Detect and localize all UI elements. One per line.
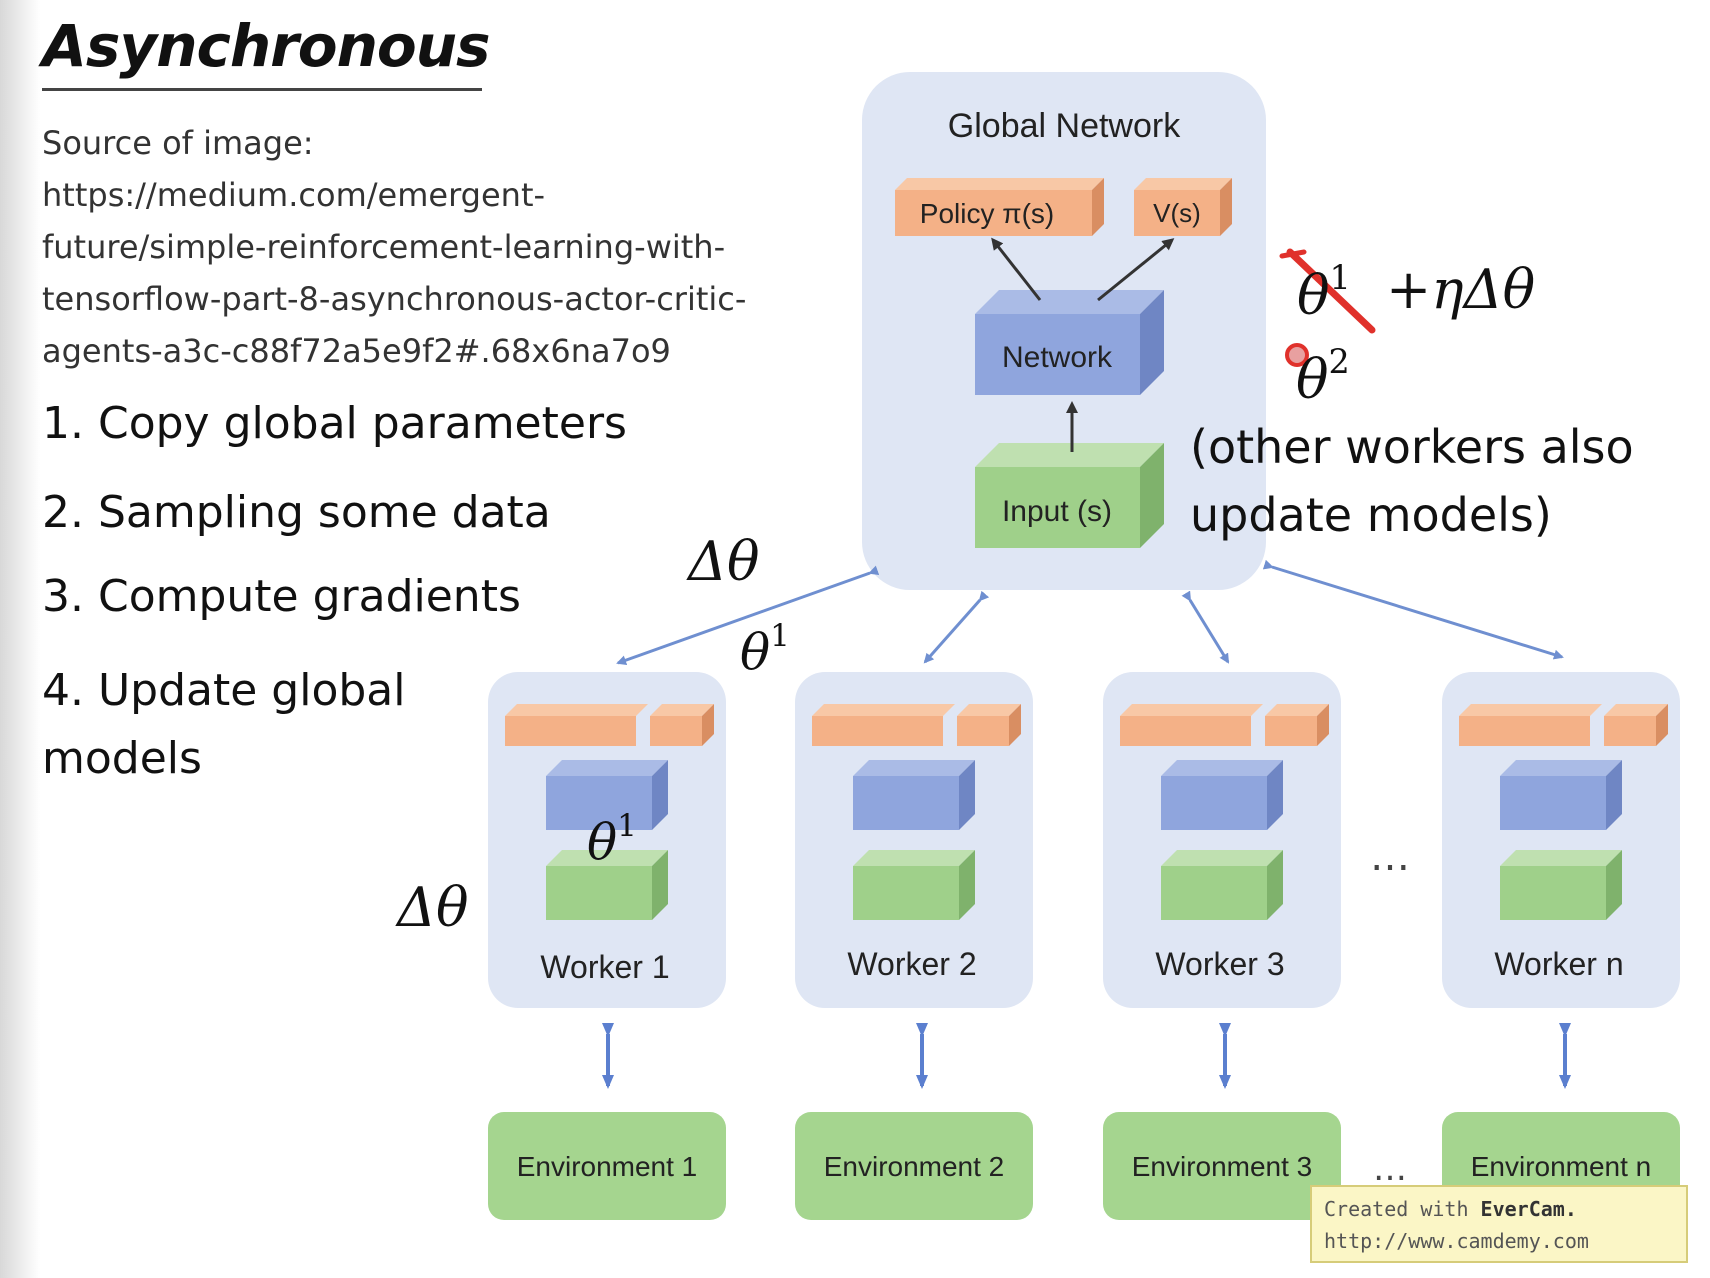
- arrow-network-to-value: [1097, 238, 1175, 302]
- theta-symbol: θ: [1297, 264, 1330, 328]
- strike-mark-tick: [1279, 249, 1307, 259]
- source-line: agents-a3c-c88f72a5e9f2#.68x6na7o9: [42, 332, 671, 370]
- title-underline: [42, 88, 482, 91]
- environment-3: Environment 3: [1103, 1112, 1341, 1220]
- superscript: 1: [617, 808, 637, 844]
- theta-symbol: θ: [740, 623, 771, 682]
- watermark-line-2: http://www.camdemy.com: [1324, 1229, 1589, 1253]
- slide-title: Asynchronous: [42, 12, 491, 80]
- step-2: 2. Sampling some data: [42, 487, 551, 538]
- arrow-global-worker-n: [1262, 559, 1564, 660]
- superscript: 1: [1329, 258, 1351, 297]
- theta-symbol: θ: [587, 813, 618, 872]
- superscript: 2: [1328, 342, 1350, 381]
- source-text: Source of image: https://medium.com/emer…: [42, 117, 842, 377]
- environment-label: Environment n: [1471, 1151, 1652, 1182]
- strike-mark: [1286, 248, 1376, 334]
- other-workers-note: (other workers also update models): [1190, 413, 1634, 549]
- environments-ellipsis: …: [1373, 1149, 1407, 1189]
- arrow-global-worker-3: [1181, 590, 1230, 664]
- worker-label: Worker 2: [847, 946, 976, 982]
- input-label: Input (s): [1002, 495, 1112, 528]
- theta-1-crossed: θ1: [1297, 258, 1351, 327]
- value-label: V(s): [1153, 198, 1201, 228]
- watermark-brand: EverCam.: [1480, 1197, 1577, 1221]
- cursor-dot: [1285, 343, 1309, 367]
- note-line: (other workers also: [1190, 420, 1634, 474]
- step-4: 4. Update global: [42, 665, 406, 716]
- evercam-watermark: Created with EverCam. http://www.camdemy…: [1310, 1185, 1688, 1263]
- update-rule: +ηΔθ: [1386, 258, 1536, 321]
- source-line: Source of image:: [42, 124, 314, 162]
- worker-2-panel: Worker 2: [795, 672, 1033, 1008]
- theta-1-arrow: θ1: [740, 618, 790, 681]
- environment-label: Environment 1: [517, 1151, 698, 1182]
- policy-label: Policy π(s): [920, 198, 1054, 229]
- theta-1-worker: θ1: [587, 808, 637, 871]
- worker-label: Worker n: [1494, 946, 1623, 982]
- step-1: 1. Copy global parameters: [42, 398, 627, 449]
- environment-label: Environment 2: [824, 1151, 1005, 1182]
- environment-label: Environment 3: [1132, 1151, 1313, 1182]
- delta-theta-top: Δθ: [688, 530, 760, 593]
- arrow-global-worker-2: [923, 590, 990, 664]
- theta-symbol: θ: [1296, 348, 1329, 412]
- global-network-title: Global Network: [948, 107, 1181, 145]
- watermark-line-1: Created with EverCam.: [1324, 1193, 1674, 1225]
- arrow-global-worker-1: [616, 565, 880, 666]
- superscript: 1: [770, 618, 790, 654]
- worker-label: Worker 3: [1155, 946, 1284, 982]
- source-line: tensorflow-part-8-asynchronous-actor-cri…: [42, 280, 747, 318]
- worker-1-panel: Worker 1: [488, 672, 726, 1008]
- left-edge-shadow: [0, 0, 40, 1278]
- source-line: https://medium.com/emergent-: [42, 176, 546, 214]
- environment-1: Environment 1: [488, 1112, 726, 1220]
- policy-box: Policy π(s): [895, 178, 1104, 236]
- source-line: future/simple-reinforcement-learning-wit…: [42, 228, 726, 266]
- workers-ellipsis: …: [1370, 834, 1410, 880]
- note-line: update models): [1190, 488, 1552, 542]
- worker-label: Worker 1: [540, 949, 669, 985]
- step-3: 3. Compute gradients: [42, 571, 521, 622]
- value-box: V(s): [1134, 178, 1232, 236]
- step-4-cont: models: [42, 733, 202, 784]
- theta-2: θ2: [1296, 342, 1350, 411]
- worker-n-panel: Worker n: [1442, 672, 1680, 1008]
- environment-2: Environment 2: [795, 1112, 1033, 1220]
- arrow-network-to-policy: [991, 237, 1042, 301]
- worker-3-panel: Worker 3: [1103, 672, 1341, 1008]
- watermark-prefix: Created with: [1324, 1197, 1481, 1221]
- network-label: Network: [1002, 341, 1113, 374]
- input-box: Input (s): [975, 443, 1164, 548]
- network-box: Network: [975, 290, 1164, 395]
- delta-theta-worker: Δθ: [397, 876, 469, 939]
